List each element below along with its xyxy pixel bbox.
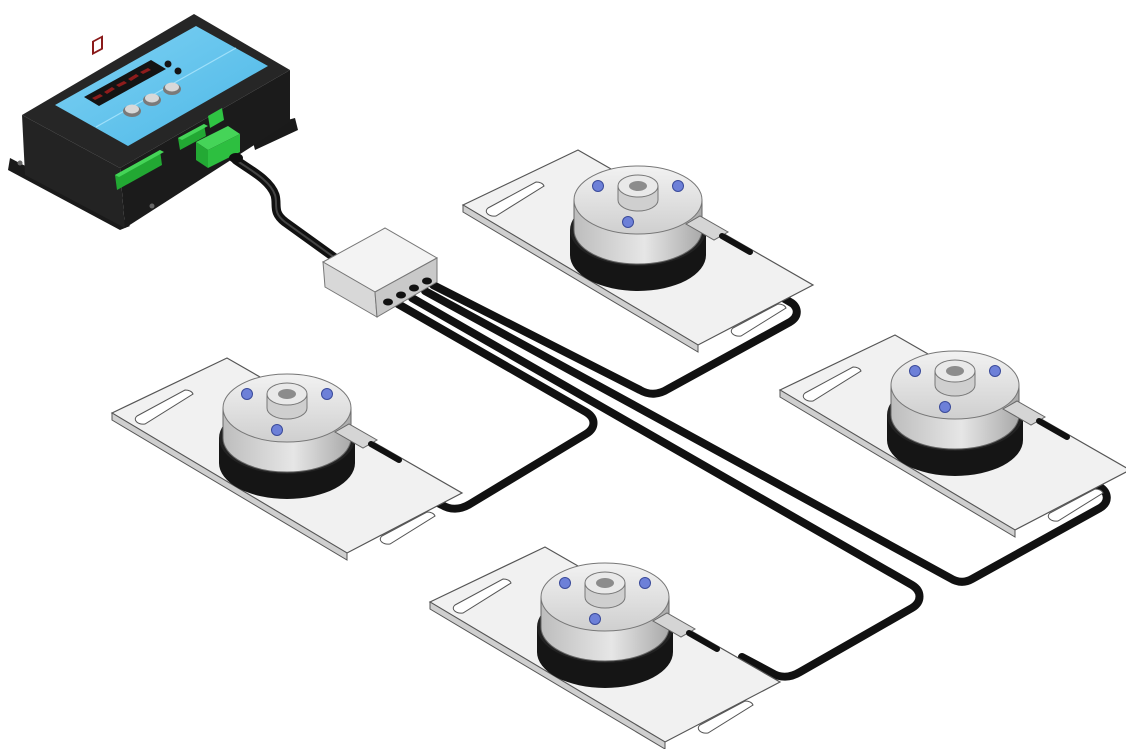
mount-hole-2 bbox=[149, 203, 155, 209]
terminal-block-middle bbox=[178, 124, 208, 150]
base-plate-edge bbox=[462, 204, 699, 353]
port-4 bbox=[422, 277, 432, 285]
port-1 bbox=[383, 298, 393, 306]
screw-1 bbox=[241, 388, 253, 400]
base-plate-edge bbox=[111, 412, 348, 561]
button-1 bbox=[123, 104, 141, 117]
main-cable bbox=[231, 155, 340, 263]
mount-slot-2 bbox=[730, 303, 787, 337]
led-digit bbox=[92, 35, 103, 56]
status-led-2 bbox=[174, 67, 182, 75]
port-3 bbox=[409, 284, 419, 292]
load-cell-back-right bbox=[461, 149, 815, 353]
mount-slot-2 bbox=[379, 511, 436, 545]
cable-gland bbox=[1001, 400, 1047, 426]
indicator-flange-right bbox=[250, 118, 298, 150]
cable-to-right-cell bbox=[421, 287, 1111, 586]
cell-cable-stub bbox=[719, 233, 753, 255]
connector-plug bbox=[196, 126, 243, 168]
cell-cable-stub bbox=[686, 630, 720, 652]
screw-3 bbox=[589, 613, 601, 625]
screw-1 bbox=[909, 365, 921, 377]
screw-2 bbox=[989, 365, 1001, 377]
button-2 bbox=[143, 93, 161, 106]
screw-3 bbox=[939, 401, 951, 413]
cell-hub-hole bbox=[596, 578, 614, 588]
load-cells bbox=[110, 149, 1126, 749]
cable-gland bbox=[684, 215, 730, 241]
cable-gland bbox=[333, 423, 379, 449]
mount-slot-2 bbox=[1047, 488, 1104, 522]
indicator-front-panel bbox=[55, 26, 268, 146]
load-cell-front bbox=[428, 546, 782, 749]
led-digit-1 bbox=[92, 94, 103, 100]
screw-1 bbox=[559, 577, 571, 589]
led-display bbox=[84, 35, 166, 106]
screw-3 bbox=[271, 424, 283, 436]
screw-2 bbox=[672, 180, 684, 192]
mount-slot bbox=[802, 366, 862, 402]
led-digit-5 bbox=[140, 68, 151, 74]
led-digit-4 bbox=[128, 74, 139, 81]
led-digit-3 bbox=[116, 81, 127, 87]
mount-slot bbox=[485, 181, 545, 217]
screw-1 bbox=[592, 180, 604, 192]
led-digits bbox=[92, 68, 151, 100]
screw-2 bbox=[639, 577, 651, 589]
cable-gland bbox=[651, 612, 697, 638]
screw-3 bbox=[622, 216, 634, 228]
mount-slot bbox=[134, 389, 194, 425]
terminal-block-small bbox=[208, 108, 224, 128]
cell-cable-stub bbox=[1036, 418, 1070, 440]
load-cell-left bbox=[110, 357, 464, 561]
cable-to-back-right-cell bbox=[429, 276, 801, 398]
mount-hole bbox=[17, 160, 23, 166]
button-3 bbox=[163, 82, 181, 95]
cell-hub-hole bbox=[278, 389, 296, 399]
mount-slot bbox=[452, 578, 512, 614]
led-digit-2 bbox=[104, 87, 115, 94]
terminal-block-front bbox=[115, 150, 164, 190]
junction-box-ports bbox=[383, 277, 432, 306]
screw-2 bbox=[321, 388, 333, 400]
cell-hub-hole bbox=[946, 366, 964, 376]
base-plate-edge bbox=[429, 601, 666, 749]
junction-box bbox=[321, 227, 439, 318]
cable-network bbox=[231, 155, 1111, 681]
load-cell-right bbox=[778, 334, 1126, 538]
cell-cable-stub bbox=[368, 441, 402, 463]
mount-slot-2 bbox=[697, 700, 754, 734]
cell-hub-hole bbox=[629, 181, 647, 191]
indicator-front-face bbox=[22, 115, 125, 228]
weighing-indicator bbox=[8, 14, 298, 230]
indicator-buttons bbox=[123, 82, 181, 117]
base-plate-edge bbox=[779, 389, 1016, 538]
status-led-1 bbox=[164, 60, 172, 68]
port-2 bbox=[396, 291, 406, 299]
cable-to-left-cell bbox=[394, 300, 598, 513]
cable-to-front-cell bbox=[408, 294, 924, 681]
